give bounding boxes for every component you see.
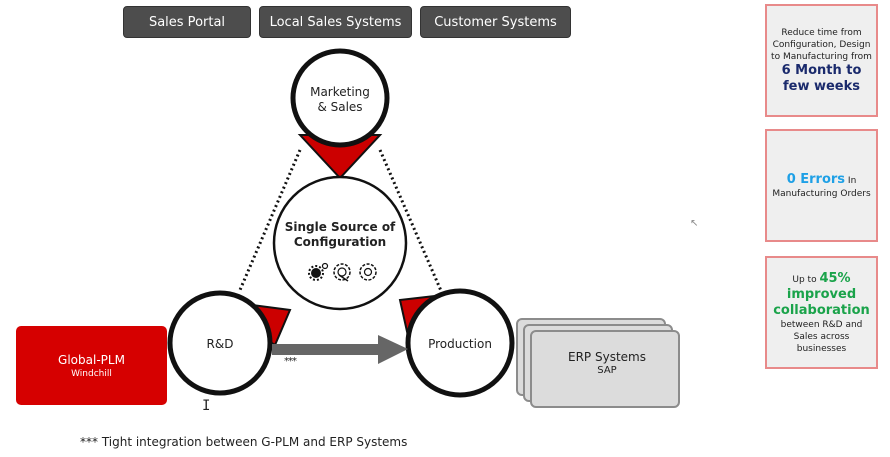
marketing-sales-node — [290, 48, 390, 148]
kpi-errors-in: In — [847, 175, 857, 186]
local-sales-systems-button[interactable]: Local Sales Systems — [259, 6, 412, 38]
marketing-label-line1: Marketing — [310, 85, 370, 99]
rnd-node — [167, 290, 273, 396]
customer-systems-button[interactable]: Customer Systems — [420, 6, 571, 38]
production-node — [405, 288, 515, 398]
integration-marker: *** — [284, 356, 297, 367]
single-source-node — [272, 175, 408, 311]
rnd-label: R&D — [206, 337, 234, 351]
erp-card-front — [530, 330, 680, 408]
kpi-collab-text: between R&D and Sales across businesses — [780, 319, 863, 354]
footnote: *** Tight integration between G-PLM and … — [80, 435, 408, 449]
kpi-collab-highlight: 45% improved collaboration — [773, 270, 870, 318]
dotted-connector-marketing-production — [378, 149, 447, 301]
integration-arrow-shaft — [272, 344, 380, 355]
global-plm-title: Global-PLM — [58, 352, 125, 367]
kpi-collaboration: Up to 45% improved collaboration between… — [765, 256, 878, 369]
gear-wrench-icon — [333, 263, 351, 282]
kpi-time-text: Reduce time from Configuration, Design t… — [771, 27, 871, 62]
kpi-errors-text: Manufacturing Orders — [772, 188, 871, 199]
marketing-label-line2: & Sales — [317, 100, 363, 114]
kpi-time-reduction: Reduce time from Configuration, Design t… — [765, 4, 878, 117]
integration-arrow-head — [378, 335, 408, 364]
center-label-line1: Single Source of — [284, 220, 396, 234]
erp-label: ERP Systems SAP — [532, 350, 682, 376]
kpi-time-from: from — [851, 51, 872, 62]
global-plm-box: Global-PLM Windchill — [16, 326, 167, 405]
dotted-connector-marketing-rnd — [238, 149, 302, 291]
kpi-collab-pre: Up to — [792, 274, 817, 285]
global-plm-subtitle: Windchill — [71, 368, 112, 379]
gear-icon — [359, 263, 377, 281]
gears-icon — [308, 262, 329, 281]
production-label: Production — [428, 337, 492, 351]
single-source-label: Single Source of Configuration — [275, 220, 405, 250]
kpi-time-highlight: 6 Month to few weeks — [781, 62, 862, 94]
kpi-zero-errors: 0 Errors In Manufacturing Orders — [765, 129, 878, 242]
mouse-pointer-icon: ↖ — [690, 218, 699, 229]
sales-portal-button[interactable]: Sales Portal — [123, 6, 251, 38]
erp-title: ERP Systems — [568, 350, 646, 364]
text-cursor-icon: I — [202, 398, 211, 414]
marketing-sales-label: Marketing & Sales — [290, 85, 390, 115]
center-label-line2: Configuration — [293, 235, 387, 249]
kpi-errors-highlight: 0 Errors — [786, 171, 846, 187]
erp-subtitle: SAP — [597, 365, 617, 376]
